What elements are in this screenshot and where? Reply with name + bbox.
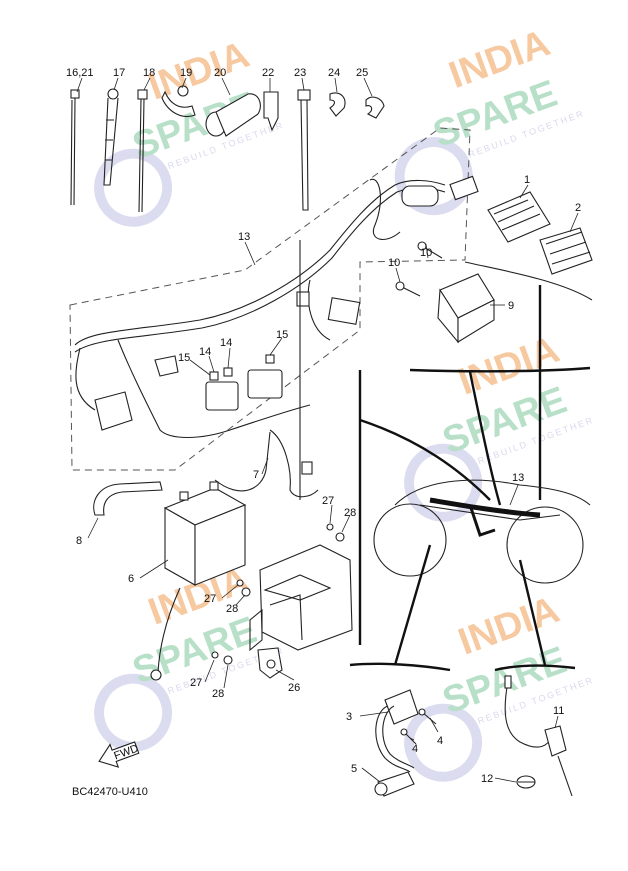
callout-labels: 16,21 17 18 19 20 22 23 24 25 1 2 13 10 … <box>66 67 581 785</box>
bracket-outline <box>464 261 593 301</box>
part-battery-band-8 <box>93 481 163 516</box>
part-bolts-10 <box>395 241 443 297</box>
callout-1: 1 <box>524 174 530 186</box>
part-clamp-19 <box>161 85 196 117</box>
callout-4-left: 4 <box>412 743 418 755</box>
part-cable-tie-16-21 <box>70 89 80 206</box>
callout-4-right: 4 <box>437 735 443 747</box>
callout-8: 8 <box>76 535 82 547</box>
callout-10-right: 10 <box>420 247 432 259</box>
watermark-top: INDIA SPARE REBUILD TOGETHER <box>394 22 586 216</box>
callout-5: 5 <box>351 763 357 775</box>
part-clip-25 <box>365 96 385 119</box>
callout-13-harness: 13 <box>238 231 250 243</box>
callout-19: 19 <box>180 67 192 79</box>
callout-23: 23 <box>294 67 306 79</box>
wrench-logo-icon <box>94 148 173 227</box>
callout-16-21: 16,21 <box>66 67 94 79</box>
callout-22: 22 <box>262 67 274 79</box>
callout-17: 17 <box>113 67 125 79</box>
callout-14-right: 14 <box>220 337 232 349</box>
callout-10-left: 10 <box>388 257 400 269</box>
part-cable-tie-18 <box>137 89 148 213</box>
part-cable-tie-17 <box>103 88 119 186</box>
wrench-logo-icon <box>404 703 483 782</box>
callout-25: 25 <box>356 67 368 79</box>
wrench-logo-icon <box>394 137 473 216</box>
callout-27-top: 27 <box>322 495 334 507</box>
callout-3: 3 <box>346 711 352 723</box>
callout-28-top: 28 <box>344 507 356 519</box>
wrench-logo-icon <box>94 673 173 752</box>
watermark-mid: INDIA SPARE REBUILD TOGETHER <box>404 329 595 522</box>
part-relays-14-15 <box>205 354 283 411</box>
callout-28-mid: 28 <box>226 603 238 615</box>
callout-2: 2 <box>575 202 581 214</box>
callout-24: 24 <box>328 67 340 79</box>
watermark-mid-left: INDIA SPARE REBUILD TOGETHER <box>94 34 285 227</box>
part-battery-6 <box>163 481 247 586</box>
part-rectifier-regulator-9 <box>437 273 495 344</box>
part-band-22 <box>263 91 279 132</box>
part-clip-24 <box>329 92 346 117</box>
diagram-code: BC42470-U410 <box>72 786 148 798</box>
callout-7: 7 <box>253 469 259 481</box>
callout-6: 6 <box>128 573 134 585</box>
part-wire-harness-13 <box>74 175 479 500</box>
harness-boundary <box>69 127 471 471</box>
part-plug-cap-5 <box>374 771 415 797</box>
part-battery-cable-7 <box>150 431 271 681</box>
part-cover-20 <box>205 93 261 137</box>
callout-15-right: 15 <box>276 329 288 341</box>
part-battery-box-26 <box>249 544 353 679</box>
part-ignition-coil-3 <box>375 689 419 773</box>
callout-20: 20 <box>214 67 226 79</box>
callout-18: 18 <box>143 67 155 79</box>
part-bolts-27-28 <box>211 523 345 665</box>
callout-9: 9 <box>508 300 514 312</box>
part-cdi-unit-1 <box>487 191 551 243</box>
callout-15-left: 15 <box>178 352 190 364</box>
callout-26: 26 <box>288 682 300 694</box>
callout-14-left: 14 <box>199 346 211 358</box>
part-rubber-2 <box>539 227 593 275</box>
part-clamp-12 <box>516 775 536 789</box>
motorcycle-locator-view <box>349 285 591 672</box>
callout-27-low: 27 <box>190 677 202 689</box>
leader-lines <box>76 77 579 783</box>
wrench-logo-icon <box>404 443 483 522</box>
callout-12: 12 <box>481 773 493 785</box>
part-cable-tie-23 <box>297 89 311 211</box>
callout-28-low: 28 <box>212 688 224 700</box>
callout-13-locator: 13 <box>512 472 524 484</box>
callout-11: 11 <box>553 705 564 717</box>
callout-27-mid: 27 <box>204 593 216 605</box>
